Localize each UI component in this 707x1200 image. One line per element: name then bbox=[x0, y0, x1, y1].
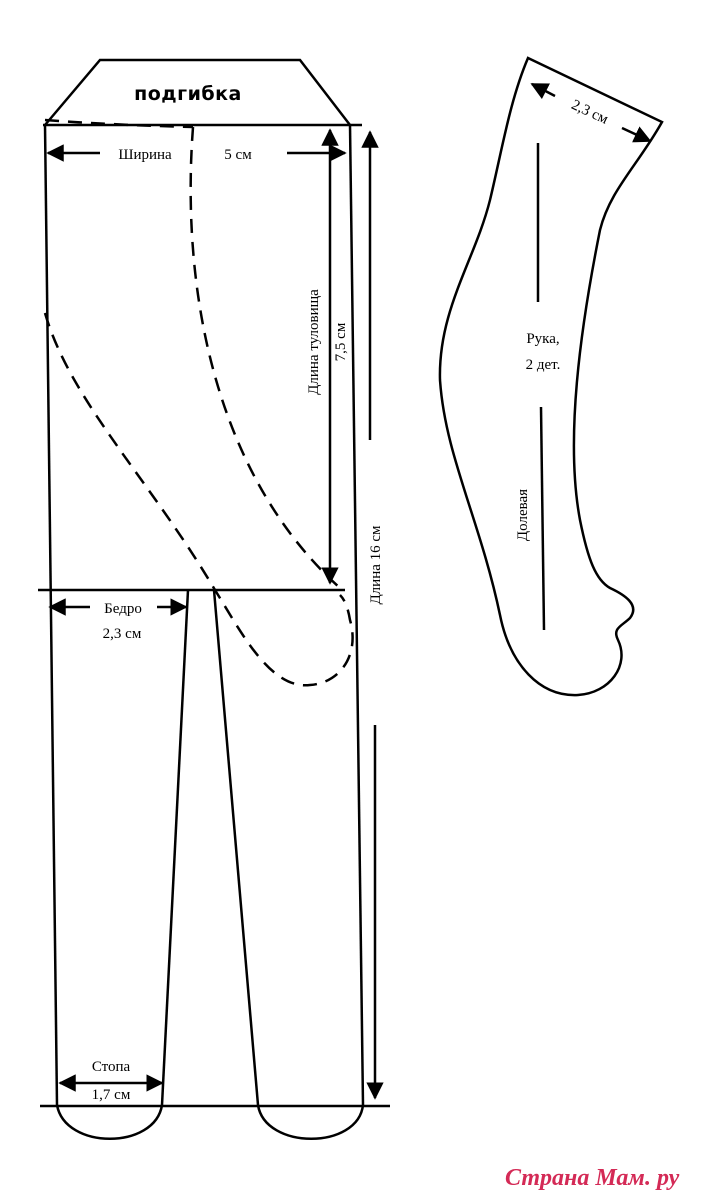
foot-label: Стопа bbox=[92, 1059, 131, 1075]
arm-outline bbox=[438, 56, 664, 697]
right-edge-line bbox=[348, 124, 365, 1106]
arm-width-arrow-left bbox=[530, 82, 556, 100]
left-leg-inner-edge bbox=[160, 589, 190, 1106]
right-leg-inner-edge bbox=[212, 589, 260, 1106]
watermark-brand: Страна Мам bbox=[505, 1165, 645, 1191]
arm-width-arrow-right bbox=[621, 126, 652, 143]
arm-pattern-piece bbox=[438, 56, 664, 697]
outer-dashed-curve bbox=[43, 312, 354, 687]
torso-length-label: Длина туловища bbox=[306, 289, 322, 395]
foot-value: 1,7 см bbox=[92, 1087, 131, 1103]
total-length-label: Длина 16 см bbox=[368, 525, 384, 605]
arm-width-value: 2,3 см bbox=[569, 97, 611, 128]
dimension-arrows bbox=[46, 128, 384, 1100]
inner-dashed-curve bbox=[189, 126, 341, 589]
width-value: 5 см bbox=[224, 147, 252, 163]
arm-grain-line-lower bbox=[539, 406, 546, 631]
outer-left-edge bbox=[43, 124, 59, 1106]
right-foot-curve bbox=[256, 1104, 365, 1140]
top-dashed-line bbox=[44, 118, 194, 129]
body-pattern-piece bbox=[38, 58, 390, 1140]
hip-label: Бедро bbox=[104, 601, 142, 617]
arm-label: Рука, bbox=[526, 331, 559, 347]
width-label: Ширина bbox=[118, 147, 172, 163]
watermark-suffix: . ру bbox=[645, 1165, 680, 1191]
dashed-guide-lines bbox=[43, 118, 354, 687]
fold-allowance-outline bbox=[44, 58, 351, 126]
grain-label: Долевая bbox=[515, 489, 531, 541]
left-foot-curve bbox=[55, 1104, 164, 1140]
fold-label: подгибка bbox=[134, 83, 242, 105]
hip-value: 2,3 см bbox=[103, 626, 142, 642]
arm-count: 2 дет. bbox=[526, 357, 561, 373]
watermark: Страна Мам . ру bbox=[505, 1165, 680, 1191]
torso-length-value: 7,5 см bbox=[333, 322, 349, 361]
